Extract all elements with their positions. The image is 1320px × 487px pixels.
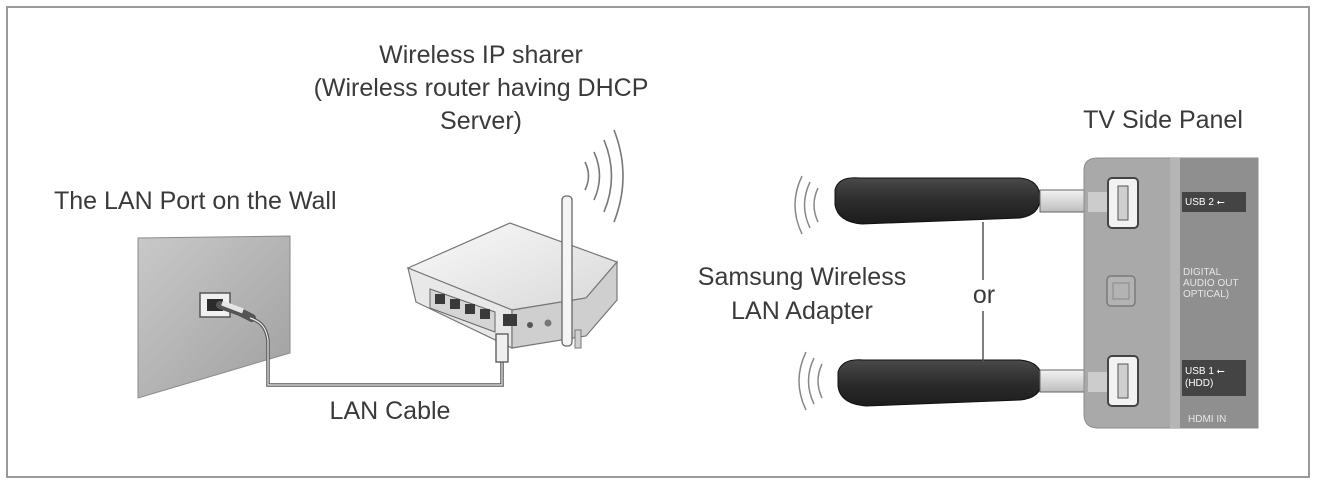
lan-port-icon: [199, 292, 256, 322]
adapter-label-line1: Samsung Wireless: [697, 263, 907, 291]
antenna-icon: [561, 195, 582, 349]
lan-cable-label: LAN Cable: [329, 397, 451, 425]
hdmi-port-label: HDMI IN: [1188, 414, 1227, 425]
usb-adapter-top-icon: [794, 175, 1089, 235]
digital-audio-label-line3: OPTICAL): [1183, 289, 1230, 300]
usb-port-1-icon: [1107, 355, 1139, 407]
adapter-label-line2: LAN Adapter: [731, 297, 873, 325]
router-label-line3: Server): [440, 107, 522, 135]
usb1-port-label-line2: (HDD): [1185, 378, 1214, 389]
router-icon: [406, 129, 624, 363]
wall-port-label: The LAN Port on the Wall: [54, 187, 337, 215]
optical-port-icon: [1106, 275, 1136, 307]
wireless-waves-icon: [584, 129, 624, 223]
router-label-line1: Wireless IP sharer: [379, 41, 583, 69]
wall-panel-icon: [137, 235, 291, 399]
or-label: or: [962, 280, 1006, 311]
usb-port-2-icon: [1107, 177, 1139, 229]
usb-adapter-bottom-icon: [798, 351, 1089, 411]
tv-panel-label: TV Side Panel: [1083, 106, 1243, 134]
router-label-line2: (Wireless router having DHCP: [313, 74, 649, 102]
tv-side-panel-icon: [1083, 157, 1259, 429]
digital-audio-label-line1: DIGITAL: [1183, 267, 1222, 278]
usb1-port-label-line1: USB 1 ⭠: [1185, 366, 1225, 377]
usb2-port-label: USB 2 ⭠: [1185, 197, 1225, 208]
digital-audio-label-line2: AUDIO OUT: [1183, 278, 1239, 289]
